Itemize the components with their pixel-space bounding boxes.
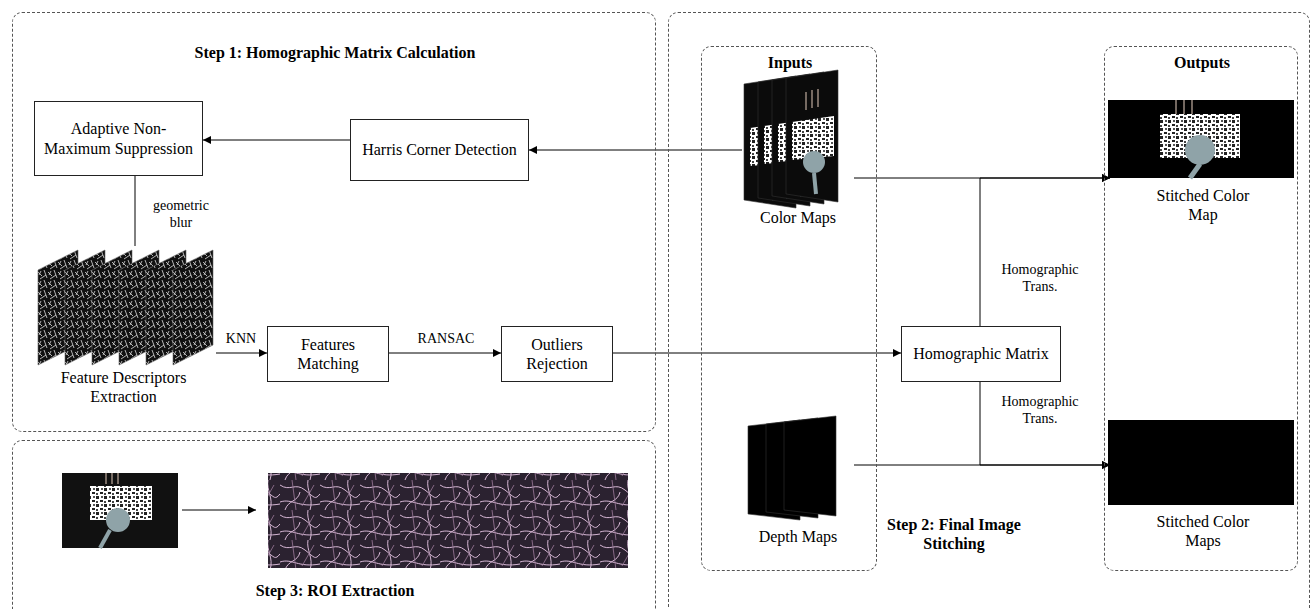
panel-heading: Outputs xyxy=(1105,53,1299,72)
node-text: Harris Corner Detection xyxy=(362,140,517,159)
node-text: Adaptive Non-Maximum Suppression xyxy=(43,119,194,157)
node-text: Homographic Matrix xyxy=(913,344,1049,363)
connector xyxy=(216,353,267,354)
process-box: Homographic Matrix xyxy=(901,326,1061,382)
node-text: Features Matching xyxy=(276,335,380,373)
step-panel: Step 3: ROI Extraction xyxy=(12,440,656,609)
panel-heading: Inputs xyxy=(702,53,878,72)
image-node: Depth Maps xyxy=(742,414,854,554)
image-node: Color Maps xyxy=(742,70,854,235)
edge-label: KNN xyxy=(218,331,264,348)
panel-heading: Step 1: Homographic Matrix Calculation xyxy=(113,43,557,62)
image-node: Feature Descriptors Extraction xyxy=(31,246,216,416)
panel-heading: Step 2: Final Image Stitching xyxy=(879,515,1029,553)
panel-heading: Step 3: ROI Extraction xyxy=(113,581,557,600)
step-panel: InputsColor MapsDepth Maps xyxy=(701,46,877,571)
process-box: Adaptive Non-Maximum Suppression xyxy=(34,101,203,176)
connector xyxy=(529,150,742,151)
step-panel: OutputsStitched Color MapStitched Color … xyxy=(1104,46,1298,571)
step-panel: Step 2: Final Image StitchingInputsColor… xyxy=(668,12,1310,609)
node-text: Feature Descriptors Extraction xyxy=(31,368,216,406)
edge-label: Homographic Trans. xyxy=(988,394,1092,428)
edge-label: Homographic Trans. xyxy=(988,262,1092,296)
connector xyxy=(613,353,901,354)
node-text: Color Maps xyxy=(742,208,854,227)
node-text: Depth Maps xyxy=(742,527,854,546)
connector xyxy=(980,382,1110,465)
node-text: Stitched Color Map xyxy=(1148,186,1258,224)
connector xyxy=(980,178,1110,326)
connector xyxy=(135,176,136,246)
image-node: Stitched Color Maps xyxy=(1110,420,1296,560)
edge-label: RANSAC xyxy=(398,331,494,348)
image-node: Stitched Color Map xyxy=(1110,98,1296,228)
process-box: Harris Corner Detection xyxy=(350,119,529,181)
process-box: Features Matching xyxy=(267,326,389,382)
edge-label: geometric blur xyxy=(146,198,216,232)
node-text: Stitched Color Maps xyxy=(1148,512,1258,550)
node-text: Outliers Rejection xyxy=(510,335,604,373)
connector xyxy=(203,140,350,141)
step-panel: Step 1: Homographic Matrix CalculationAd… xyxy=(12,12,656,432)
connector xyxy=(389,353,501,354)
process-box: Outliers Rejection xyxy=(501,326,613,382)
